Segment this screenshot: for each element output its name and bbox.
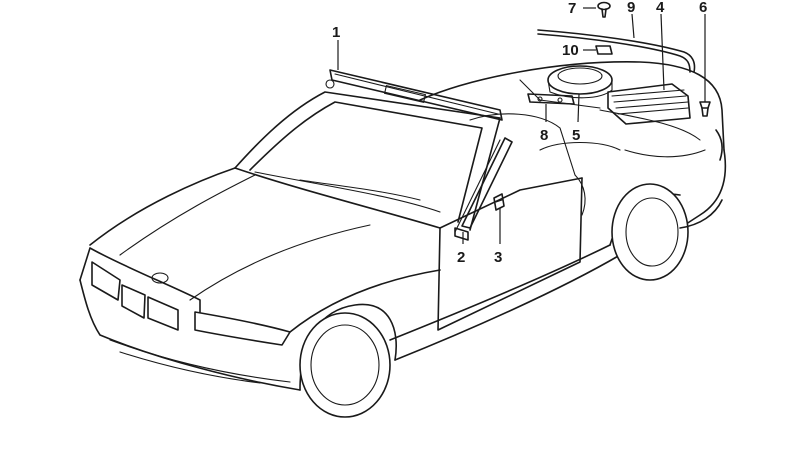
clip-10 [595,45,613,55]
callout-3: 3 [494,249,502,266]
leader-lines [337,7,706,244]
callout-2: 2 [457,249,465,266]
callout-10: 10 [562,42,579,59]
screw-7 [597,1,611,18]
speaker-cover [547,65,613,99]
trim-strip-8 [527,93,575,105]
callout-7: 7 [568,0,576,17]
callout-labels: 1 2 3 4 5 6 7 8 9 10 [332,0,707,266]
push-clip-6 [699,101,711,117]
a-pillar-trim [454,137,513,241]
car-body [79,61,727,418]
callout-9: 9 [627,0,635,16]
callout-4: 4 [656,0,665,16]
windshield-header-trim [325,69,503,121]
pillar-clip [493,193,505,211]
callout-8: 8 [540,127,548,144]
rear-shelf-panel [607,83,691,125]
callout-5: 5 [572,127,580,144]
callout-6: 6 [699,0,707,16]
seal-strip-9 [537,29,696,73]
callout-1: 1 [332,24,340,41]
